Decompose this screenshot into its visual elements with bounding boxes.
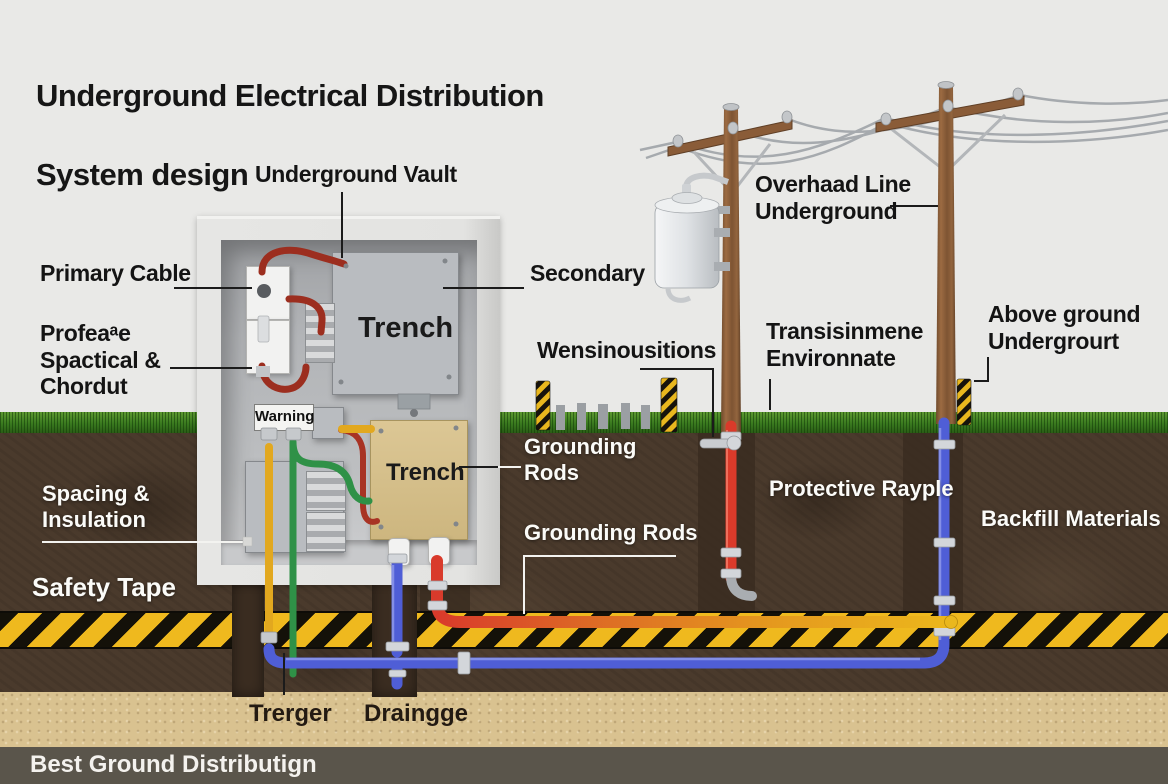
pole-2-shaft: [936, 85, 956, 424]
footer-caption: Best Ground Distributign: [30, 751, 317, 778]
callout-backfill-materials: Backfill Materials: [981, 506, 1161, 531]
heatsink-block-lower: [306, 512, 346, 552]
insulators-1: [672, 110, 793, 148]
vault-foundation-pillar: [232, 580, 264, 697]
trench-box: [370, 420, 468, 540]
callout-grounding-rods-upper: Grounding Rods: [524, 434, 637, 486]
callout-protective-rayple: Protective Rayple: [769, 476, 954, 501]
heatsink-block-upper: [306, 471, 346, 511]
label-trench-lower: Trench: [386, 459, 465, 486]
warning-plate-text: Warning: [255, 408, 315, 425]
callout-underground-vault: Underground Vault: [255, 161, 457, 187]
callout-grounding-rods-lower: Grounding Rods: [524, 520, 698, 545]
callout-wensinousitions: Wensinousitions: [537, 337, 717, 363]
concrete-stub-posts: [556, 403, 650, 430]
callout-trerger: Trerger: [249, 700, 332, 727]
yellow-cable: [265, 425, 375, 641]
hazard-marker-posts: [535, 377, 972, 433]
insulators-2: [880, 87, 1024, 126]
label-trench-upper: Trench: [358, 312, 454, 344]
junction-box-small: [312, 407, 344, 439]
pole2-trench-column: [903, 430, 963, 645]
leader-end-square: [242, 536, 253, 547]
utility-pole-2: [875, 81, 1025, 424]
callout-secondary: Secondary: [530, 260, 645, 286]
green-ground-cable: [289, 438, 373, 678]
switch-port-hole: [257, 284, 271, 298]
overhead-wires: [639, 93, 1168, 165]
panel-base-connector: [397, 393, 431, 410]
pole-transformer: [654, 172, 730, 303]
callout-draingge: Draingge: [364, 700, 469, 727]
leader-lines-black: [170, 192, 989, 695]
switch-bottom-stub: [256, 366, 270, 377]
callout-overhead-line: Overhaad Line Underground: [755, 171, 911, 224]
panel-screws: [338, 258, 459, 530]
switch-latch: [257, 315, 270, 343]
title-line-1: Underground Electrical Distribution: [36, 77, 544, 113]
leader-lines-white: [42, 466, 676, 614]
callout-profeae: Profeaᵃe Spactical & Chordut: [40, 320, 161, 400]
panel-base-bolt: [410, 409, 418, 417]
callout-spacing-insulation: Spacing & Insulation: [42, 481, 150, 533]
callout-transmission: Transisinmene Environnate: [766, 318, 924, 371]
utility-pole-1: [667, 103, 793, 432]
blue-conduit: [263, 417, 950, 690]
vault-red-duct: [427, 555, 958, 629]
primary-red-cables: [258, 246, 348, 393]
callout-primary-cable: Primary Cable: [40, 260, 191, 286]
page-title: Underground Electrical Distribution Syst…: [36, 36, 544, 234]
pole1-red-riser: [699, 420, 757, 601]
footer-bar: [0, 747, 1168, 784]
title-line-2: System design: [36, 157, 249, 193]
sand-layer: [0, 692, 1168, 747]
lower-red-cable: [338, 427, 380, 525]
pole-1-shaft: [721, 107, 741, 432]
pipe-collars: [385, 439, 956, 678]
warning-plate: Warning: [254, 404, 314, 431]
cable-clamps: [260, 427, 302, 644]
callout-safety-tape: Safety Tape: [32, 572, 177, 602]
callout-above-ground: Above ground Undergrourt: [988, 301, 1141, 354]
secondary-cabinet: [332, 252, 459, 395]
